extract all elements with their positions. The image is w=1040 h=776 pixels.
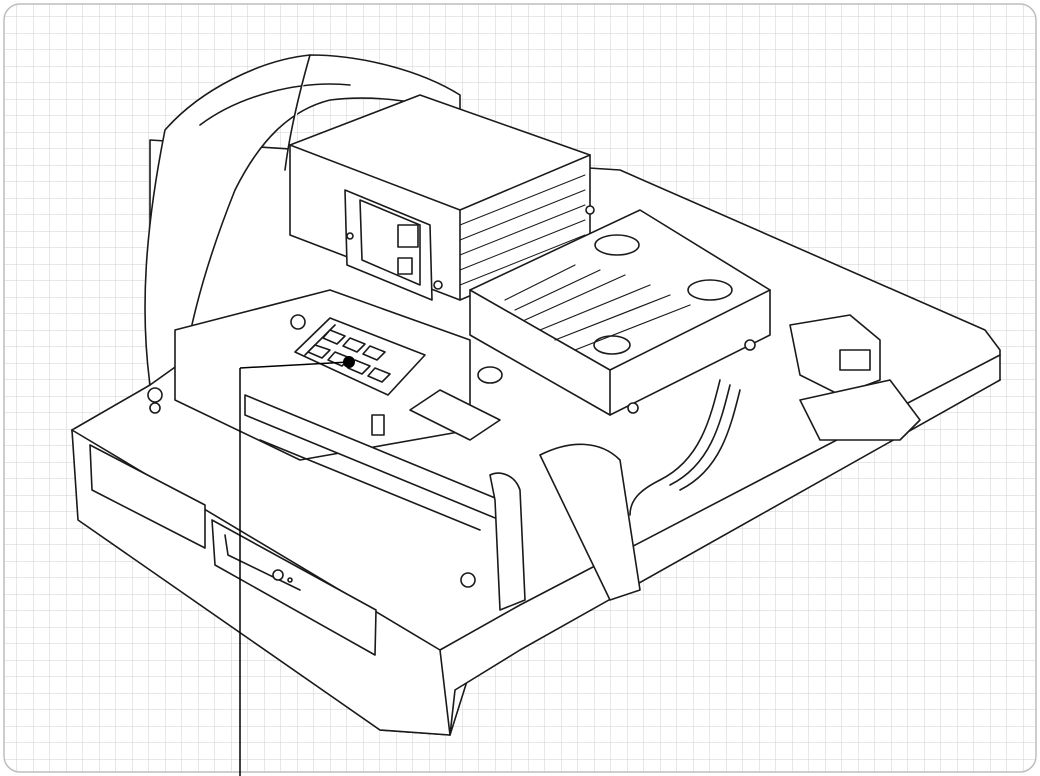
drive-slots xyxy=(504,264,691,351)
internal-rails xyxy=(244,394,641,611)
psu-vent xyxy=(459,174,586,286)
callout-marker xyxy=(239,356,355,776)
memory-module xyxy=(290,314,426,396)
motherboard-area xyxy=(174,289,503,461)
front-bezel xyxy=(89,387,476,656)
hard-drive-cage xyxy=(469,209,771,416)
stand-arm xyxy=(144,54,461,386)
power-supply-unit xyxy=(289,94,595,301)
cable-bundle xyxy=(629,379,741,516)
right-mount xyxy=(789,314,921,441)
